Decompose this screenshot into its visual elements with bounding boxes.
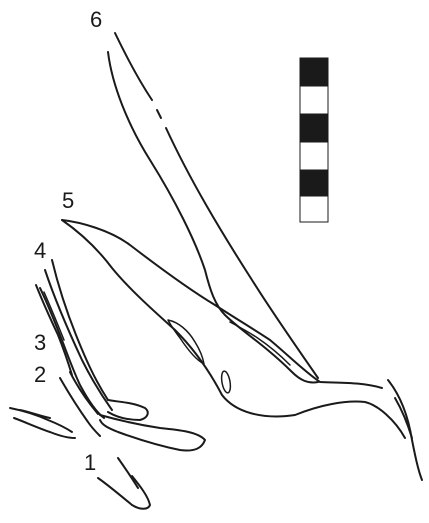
scale-bar-segment-2 [300,86,328,114]
label-3: 3 [34,330,46,355]
label-5: 5 [62,188,74,213]
scale-bar-segment-4 [300,142,328,170]
label-1: 1 [84,450,96,475]
label-6: 6 [90,7,102,32]
element-4-outline [36,260,148,420]
scale-bar-segment-5 [300,170,328,196]
label-2: 2 [34,362,46,387]
scale-bar-segment-1 [300,58,328,86]
element-2-outline [60,372,205,451]
scale-bar [300,58,328,222]
label-4: 4 [34,238,46,263]
element-6-outline [108,33,318,383]
element-5-outline [62,220,422,480]
scale-bar-segment-3 [300,114,328,142]
scale-bar-segment-6 [300,196,328,222]
